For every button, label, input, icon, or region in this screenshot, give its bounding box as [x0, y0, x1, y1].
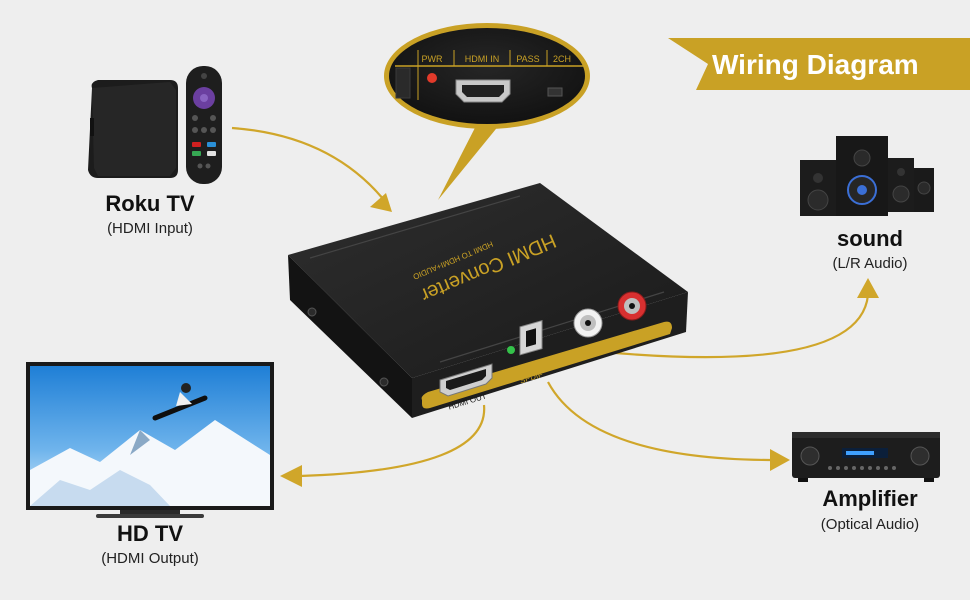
- port-left-label: L: [580, 346, 587, 356]
- rca-right-port-icon: [617, 291, 647, 321]
- screw-icon: [307, 307, 317, 317]
- arrow-converter-to-hdtv: [299, 404, 486, 478]
- sound-title: sound: [837, 226, 903, 251]
- pass-2ch-switch-icon: [547, 87, 563, 97]
- power-led-icon: [427, 73, 437, 83]
- roku-subtitle: (HDMI Input): [107, 220, 193, 237]
- roku-title: Roku TV: [105, 191, 195, 216]
- sound-subtitle: (L/R Audio): [832, 255, 907, 272]
- status-led-icon: [507, 346, 515, 354]
- snowboarder-icon: [152, 383, 208, 421]
- pass-label: PASS: [516, 54, 539, 64]
- amplifier-icon: [792, 432, 940, 482]
- arrow-heads: [280, 193, 879, 487]
- 2ch-label: 2CH: [553, 54, 571, 64]
- arrowhead-hdtv-icon: [280, 465, 302, 487]
- speaker-system-icon: [800, 136, 934, 216]
- hdtv-subtitle: (HDMI Output): [101, 550, 199, 567]
- arrow-converter-to-amplifier: [547, 381, 776, 462]
- spdif-port-icon: [519, 319, 543, 356]
- arrow-converter-to-sound: [603, 294, 870, 359]
- arrowhead-converter-icon: [370, 193, 392, 212]
- hdtv-title: HD TV: [117, 521, 183, 546]
- diagram-title: Wiring Diagram: [712, 49, 919, 80]
- roku-remote-icon: [186, 66, 222, 184]
- connection-arrows: [231, 126, 870, 478]
- amplifier-title: Amplifier: [822, 486, 918, 511]
- roku-player-icon: [88, 80, 178, 178]
- amplifier-subtitle: (Optical Audio): [821, 516, 919, 533]
- arrow-roku-to-converter: [231, 126, 385, 201]
- rca-left-port-icon: [573, 308, 603, 338]
- pwr-label: PWR: [422, 54, 443, 64]
- hdtv-icon: [26, 362, 274, 518]
- arrowhead-sound-icon: [857, 278, 879, 298]
- arrowhead-amplifier-icon: [770, 449, 790, 471]
- hdmi-converter-device: HDMI Converter HDMI TO HDMI+AUDIO: [288, 183, 688, 418]
- zoom-callout: PWR HDMI IN PASS 2CH: [384, 23, 590, 200]
- hdmi-out-port-icon: [439, 363, 493, 397]
- port-right-label: R: [623, 332, 631, 342]
- hdmi-in-port-icon: [455, 79, 511, 103]
- hdmi-in-label: HDMI IN: [465, 54, 500, 64]
- screw-icon: [379, 377, 389, 387]
- title-banner: [668, 38, 970, 90]
